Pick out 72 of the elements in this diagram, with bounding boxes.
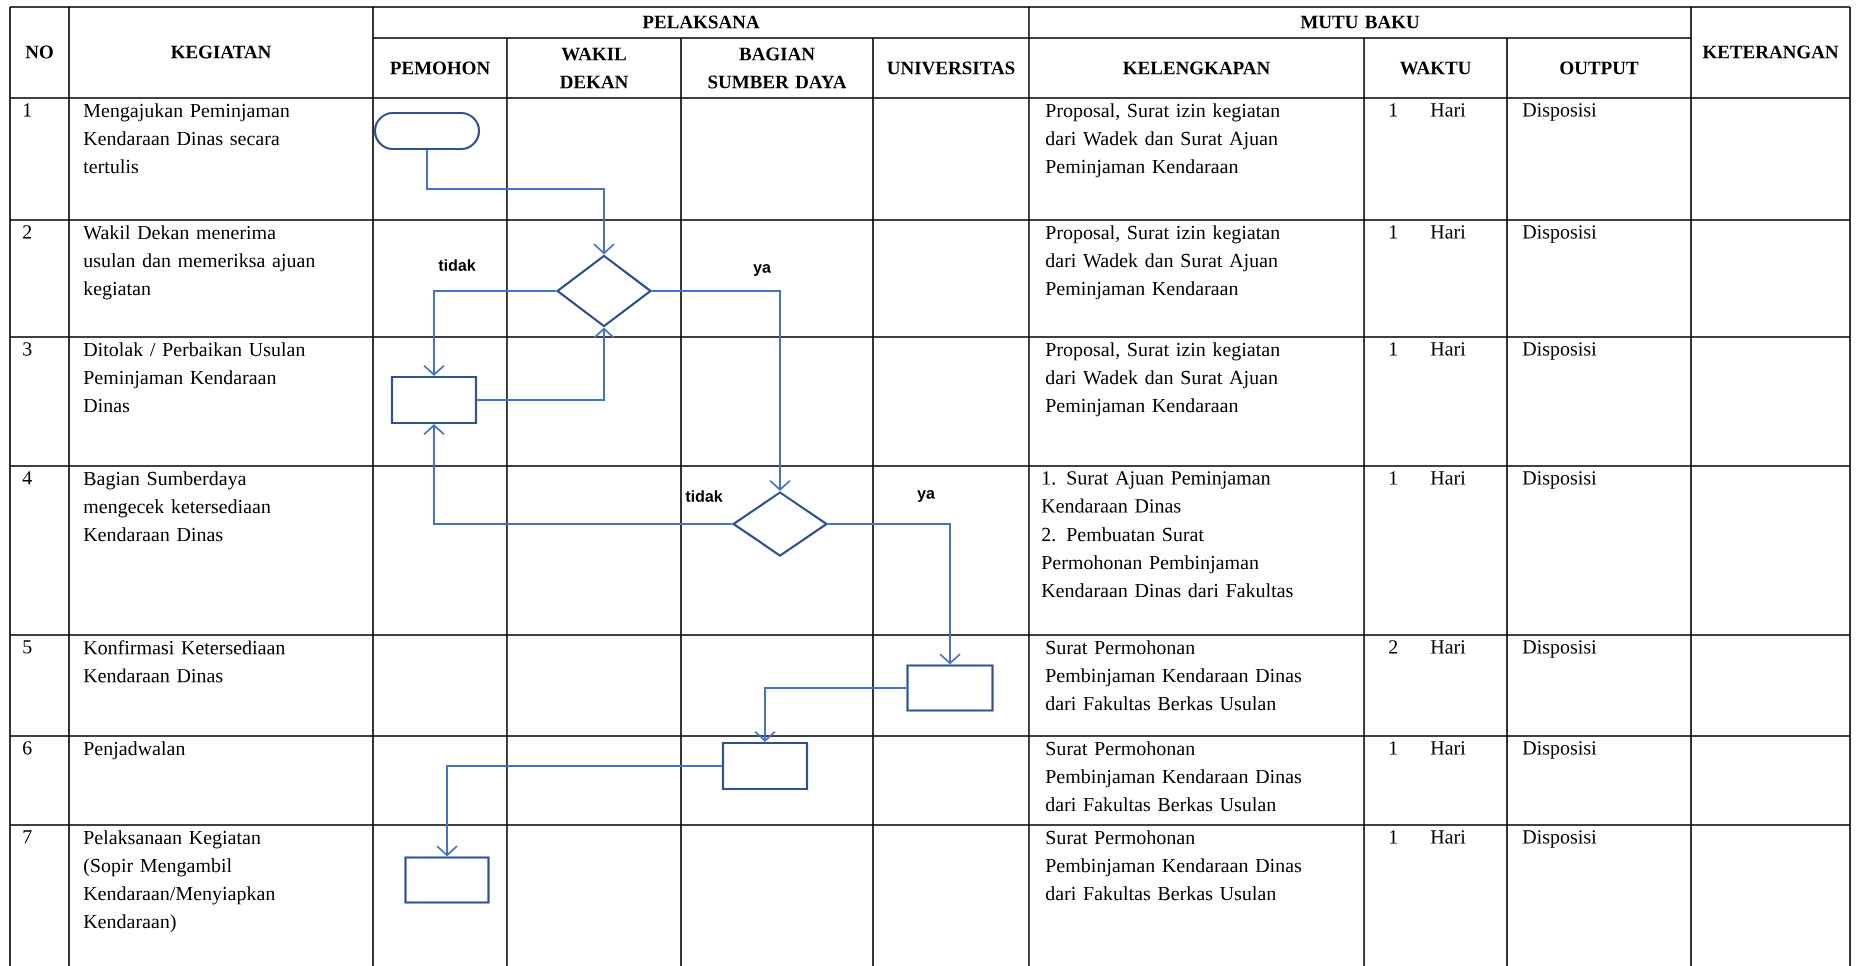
duration-unit: Hari: [1430, 830, 1466, 844]
arrow: [426, 149, 615, 255]
requirement-text: Surat Permohonan Pembinjaman Kendaraan Dinas dari Fakultas Berkas Usulan: [1045, 741, 1302, 812]
row-number: 6: [23, 741, 32, 755]
duration-unit: Hari: [1430, 741, 1466, 755]
process-box: [721, 741, 809, 791]
edge-label: tidak: [437, 258, 477, 272]
column-header: NO: [25, 45, 53, 59]
arrow: [436, 765, 723, 857]
duration-value: 2: [1389, 640, 1398, 654]
column-header: PELAKSANA: [642, 15, 760, 29]
row-number: 7: [23, 830, 32, 844]
duration-unit: Hari: [1430, 225, 1466, 239]
output-text: Disposisi: [1522, 640, 1597, 658]
edge-label: ya: [752, 263, 772, 277]
edge-label: ya: [916, 489, 936, 503]
column-header: WAKTU: [1399, 61, 1471, 75]
requirement-text: Proposal, Surat izin kegiatan dari Wadek dan Surat Ajuan Peminjaman Kendaraan: [1045, 225, 1280, 300]
activity-text: Pelaksanaan Kegiatan (Sopir Mengambil Kendaraan/Menyiapkan Kendaraan): [83, 830, 276, 933]
arrow: [827, 523, 961, 665]
activity-text: Konfirmasi Ketersediaan Kendaraan Dinas: [83, 640, 286, 683]
output-text: Disposisi: [1522, 741, 1597, 759]
column-header: WAKIL DEKAN: [560, 47, 629, 89]
arrow: [423, 424, 733, 525]
column-header: KELENGKAPAN: [1123, 61, 1270, 75]
output-text: Disposisi: [1522, 830, 1597, 848]
requirement-text: Surat Permohonan Pembinjaman Kendaraan Dinas dari Fakultas Berkas Usulan: [1045, 830, 1302, 901]
arrow: [476, 327, 615, 401]
duration-value: 1: [1390, 342, 1397, 356]
column-header: OUTPUT: [1560, 61, 1639, 75]
output-text: Disposisi: [1522, 471, 1597, 489]
process-box: [906, 664, 994, 712]
activity-text: Bagian Sumberdaya mengecek ketersediaan Kendaraan Dinas: [83, 471, 271, 542]
column-header: BAGIAN SUMBER DAYA: [708, 47, 847, 89]
requirement-text: Surat Permohonan Pembinjaman Kendaraan Dinas dari Fakultas Berkas Usulan: [1045, 640, 1302, 711]
output-text: Disposisi: [1522, 225, 1597, 243]
duration-unit: Hari: [1430, 471, 1466, 485]
requirement-text: Proposal, Surat izin kegiatan dari Wadek dan Surat Ajuan Peminjaman Kendaraan: [1045, 103, 1280, 178]
requirement-item: 2. Pembuatan Surat Permohonan Pembinjaman Kendaraan Dinas dari Fakultas: [1041, 527, 1293, 598]
row-number: 4: [22, 471, 32, 485]
arrow: [651, 290, 791, 491]
duration-value: 1: [1390, 741, 1397, 755]
duration-value: 1: [1390, 103, 1397, 117]
column-header: PEMOHON: [390, 61, 490, 75]
activity-text: Penjadwalan: [83, 741, 186, 760]
process-box: [390, 375, 478, 425]
duration-unit: Hari: [1430, 640, 1466, 654]
column-header: KEGIATAN: [171, 45, 272, 59]
edge-label: tidak: [684, 489, 724, 503]
requirement-item: 1. Surat Ajuan Peminjaman Kendaraan Dinas: [1041, 471, 1271, 513]
activity-text: Wakil Dekan menerima usulan dan memeriksa ajuan kegiatan: [83, 225, 316, 300]
row-number: 3: [23, 342, 32, 356]
activity-text: Ditolak / Perbaikan Usulan Peminjaman Kendaraan Dinas: [83, 342, 306, 413]
arrow: [754, 687, 908, 742]
output-text: Disposisi: [1522, 342, 1597, 360]
duration-value: 1: [1390, 830, 1397, 844]
arrow: [423, 290, 557, 376]
output-text: Disposisi: [1522, 103, 1597, 121]
column-header: MUTU BAKU: [1300, 15, 1420, 29]
duration-value: 1: [1390, 471, 1397, 485]
requirement-text: Proposal, Surat izin kegiatan dari Wadek dan Surat Ajuan Peminjaman Kendaraan: [1045, 342, 1280, 417]
terminator-shape: [373, 111, 481, 151]
column-header: UNIVERSITAS: [887, 61, 1015, 75]
row-number: 5: [23, 640, 32, 654]
duration-unit: Hari: [1430, 342, 1466, 356]
row-number: 2: [23, 225, 32, 239]
duration-unit: Hari: [1430, 103, 1466, 117]
process-box: [404, 856, 490, 904]
column-header: KETERANGAN: [1702, 45, 1839, 59]
row-number: 1: [23, 103, 31, 117]
duration-value: 1: [1390, 225, 1397, 239]
activity-text: Mengajukan Peminjaman Kendaraan Dinas secara tertulis: [83, 103, 290, 174]
